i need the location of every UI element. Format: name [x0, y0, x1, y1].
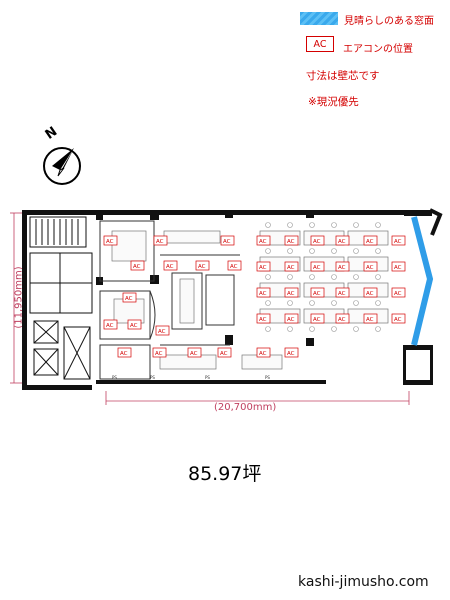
svg-text:AC: AC: [338, 317, 346, 323]
svg-text:AC: AC: [223, 239, 231, 245]
svg-text:AC: AC: [259, 351, 267, 357]
svg-text:AC: AC: [106, 239, 114, 245]
svg-text:AC: AC: [125, 296, 133, 302]
svg-text:PS: PS: [150, 375, 155, 380]
dimension-note: 寸法は壁芯です: [306, 70, 380, 82]
view-window-legend-label: 見晴らしのある窓面: [344, 16, 434, 27]
svg-text:AC: AC: [166, 264, 174, 270]
svg-text:PS: PS: [112, 375, 117, 380]
svg-text:AC: AC: [287, 351, 295, 357]
svg-text:AC: AC: [156, 239, 164, 245]
floor-area-label: 85.97坪: [188, 463, 262, 485]
ac-legend-label: エアコンの位置: [343, 44, 413, 55]
svg-text:AC: AC: [394, 317, 402, 323]
site-watermark: kashi-jimusho.com: [298, 574, 429, 590]
svg-text:AC: AC: [259, 291, 267, 297]
ac-units: AC AC AC AC AC AC AC AC AC AC AC AC AC AC AC AC AC A…: [103, 235, 406, 358]
svg-text:AC: AC: [287, 265, 295, 271]
compass-icon: [43, 147, 81, 185]
svg-text:AC: AC: [259, 317, 267, 323]
width-dimension-label: (20,700mm): [214, 402, 277, 413]
svg-text:AC: AC: [313, 239, 321, 245]
chairs: [265, 222, 381, 332]
svg-text:AC: AC: [394, 265, 402, 271]
svg-text:AC: AC: [313, 291, 321, 297]
svg-text:AC: AC: [287, 291, 295, 297]
svg-text:AC: AC: [394, 239, 402, 245]
svg-text:AC: AC: [366, 317, 374, 323]
svg-text:AC: AC: [220, 351, 228, 357]
svg-text:PS: PS: [265, 375, 270, 380]
svg-text:AC: AC: [133, 264, 141, 270]
svg-text:AC: AC: [155, 351, 163, 357]
core-area: [29, 216, 93, 380]
svg-text:AC: AC: [259, 265, 267, 271]
partitions: [99, 220, 240, 380]
view-window-swatch: [300, 12, 338, 25]
floor-plan: AC AC AC AC AC AC AC AC AC AC AC AC AC AC AC AC AC A…: [10, 208, 443, 405]
svg-text:AC: AC: [338, 265, 346, 271]
svg-text:PS: PS: [205, 375, 210, 380]
svg-text:AC: AC: [338, 291, 346, 297]
svg-text:AC: AC: [366, 291, 374, 297]
svg-text:AC: AC: [106, 323, 114, 329]
svg-text:AC: AC: [158, 329, 166, 335]
svg-text:AC: AC: [287, 317, 295, 323]
svg-text:AC: AC: [366, 239, 374, 245]
svg-text:AC: AC: [366, 265, 374, 271]
svg-text:AC: AC: [259, 239, 267, 245]
svg-text:AC: AC: [198, 264, 206, 270]
svg-text:AC: AC: [313, 265, 321, 271]
svg-text:AC: AC: [230, 264, 238, 270]
svg-text:AC: AC: [338, 239, 346, 245]
status-note: ※現況優先: [308, 96, 359, 108]
ps-labels: PS PS PS PS: [112, 375, 270, 380]
svg-text:AC: AC: [120, 351, 128, 357]
view-window-facade: [411, 216, 434, 346]
svg-text:AC: AC: [313, 317, 321, 323]
svg-text:AC: AC: [287, 239, 295, 245]
svg-text:AC: AC: [130, 323, 138, 329]
svg-text:AC: AC: [394, 291, 402, 297]
dimension-lines: [10, 212, 410, 405]
ac-legend-box: AC: [306, 36, 334, 52]
svg-text:AC: AC: [190, 351, 198, 357]
